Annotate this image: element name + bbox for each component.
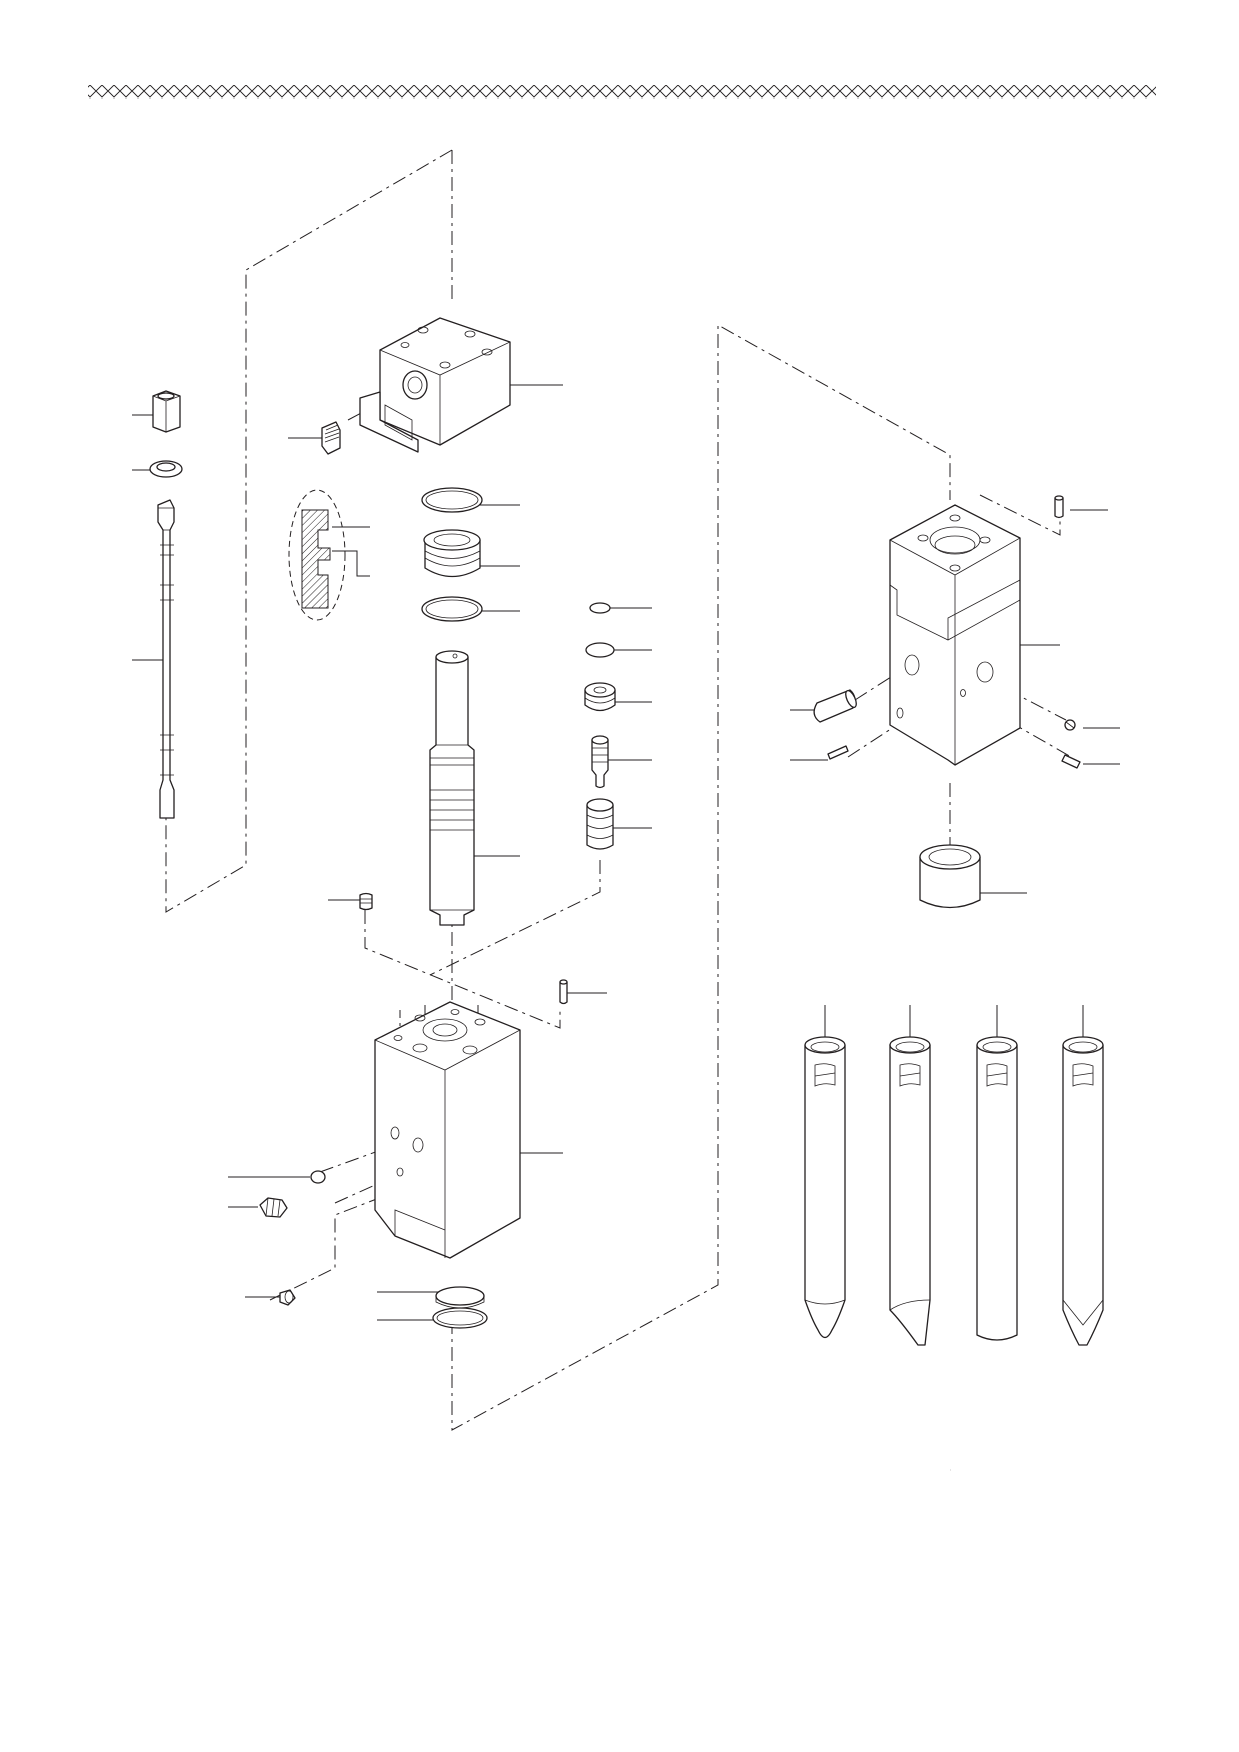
chisel-blunt [976, 1005, 1018, 1341]
dowel-pin [559, 979, 568, 1005]
stop-pin [827, 745, 849, 760]
valve-sleeve [586, 798, 614, 850]
cylinder-head [359, 317, 511, 453]
chisel-cone [1062, 1005, 1104, 1346]
chisel-wedge [889, 1005, 931, 1346]
washer [149, 460, 183, 478]
valve-o-ring-small [589, 602, 611, 614]
control-valve [591, 735, 609, 789]
stop-pin-right [1061, 754, 1081, 769]
decorative-diamond-border [88, 85, 1156, 99]
front-head [889, 504, 1021, 766]
o-ring-upper [421, 487, 483, 513]
plug-screw [279, 1289, 296, 1306]
seal-ring-upper [435, 1286, 485, 1309]
through-bolt [157, 499, 175, 819]
o-ring-lower [421, 596, 483, 622]
hose-fitting [259, 1197, 288, 1218]
cross-pin [813, 689, 857, 723]
seal-ring-lower [432, 1307, 488, 1329]
retainer-pin [1054, 495, 1064, 519]
chisel-moil [804, 1005, 846, 1339]
cylinder [374, 1001, 521, 1259]
piston [429, 650, 475, 926]
seal-detail [288, 489, 346, 621]
seal-retainer [423, 529, 481, 578]
set-screw [359, 892, 373, 911]
hex-nut [152, 390, 181, 433]
valve-o-ring [585, 642, 615, 658]
o-ring-small [310, 1170, 326, 1184]
valve-plug [584, 682, 616, 712]
gas-valve [321, 421, 341, 455]
assembly-lines [165, 149, 1074, 1431]
front-bushing [919, 844, 981, 909]
grease-nipple [1064, 719, 1076, 731]
